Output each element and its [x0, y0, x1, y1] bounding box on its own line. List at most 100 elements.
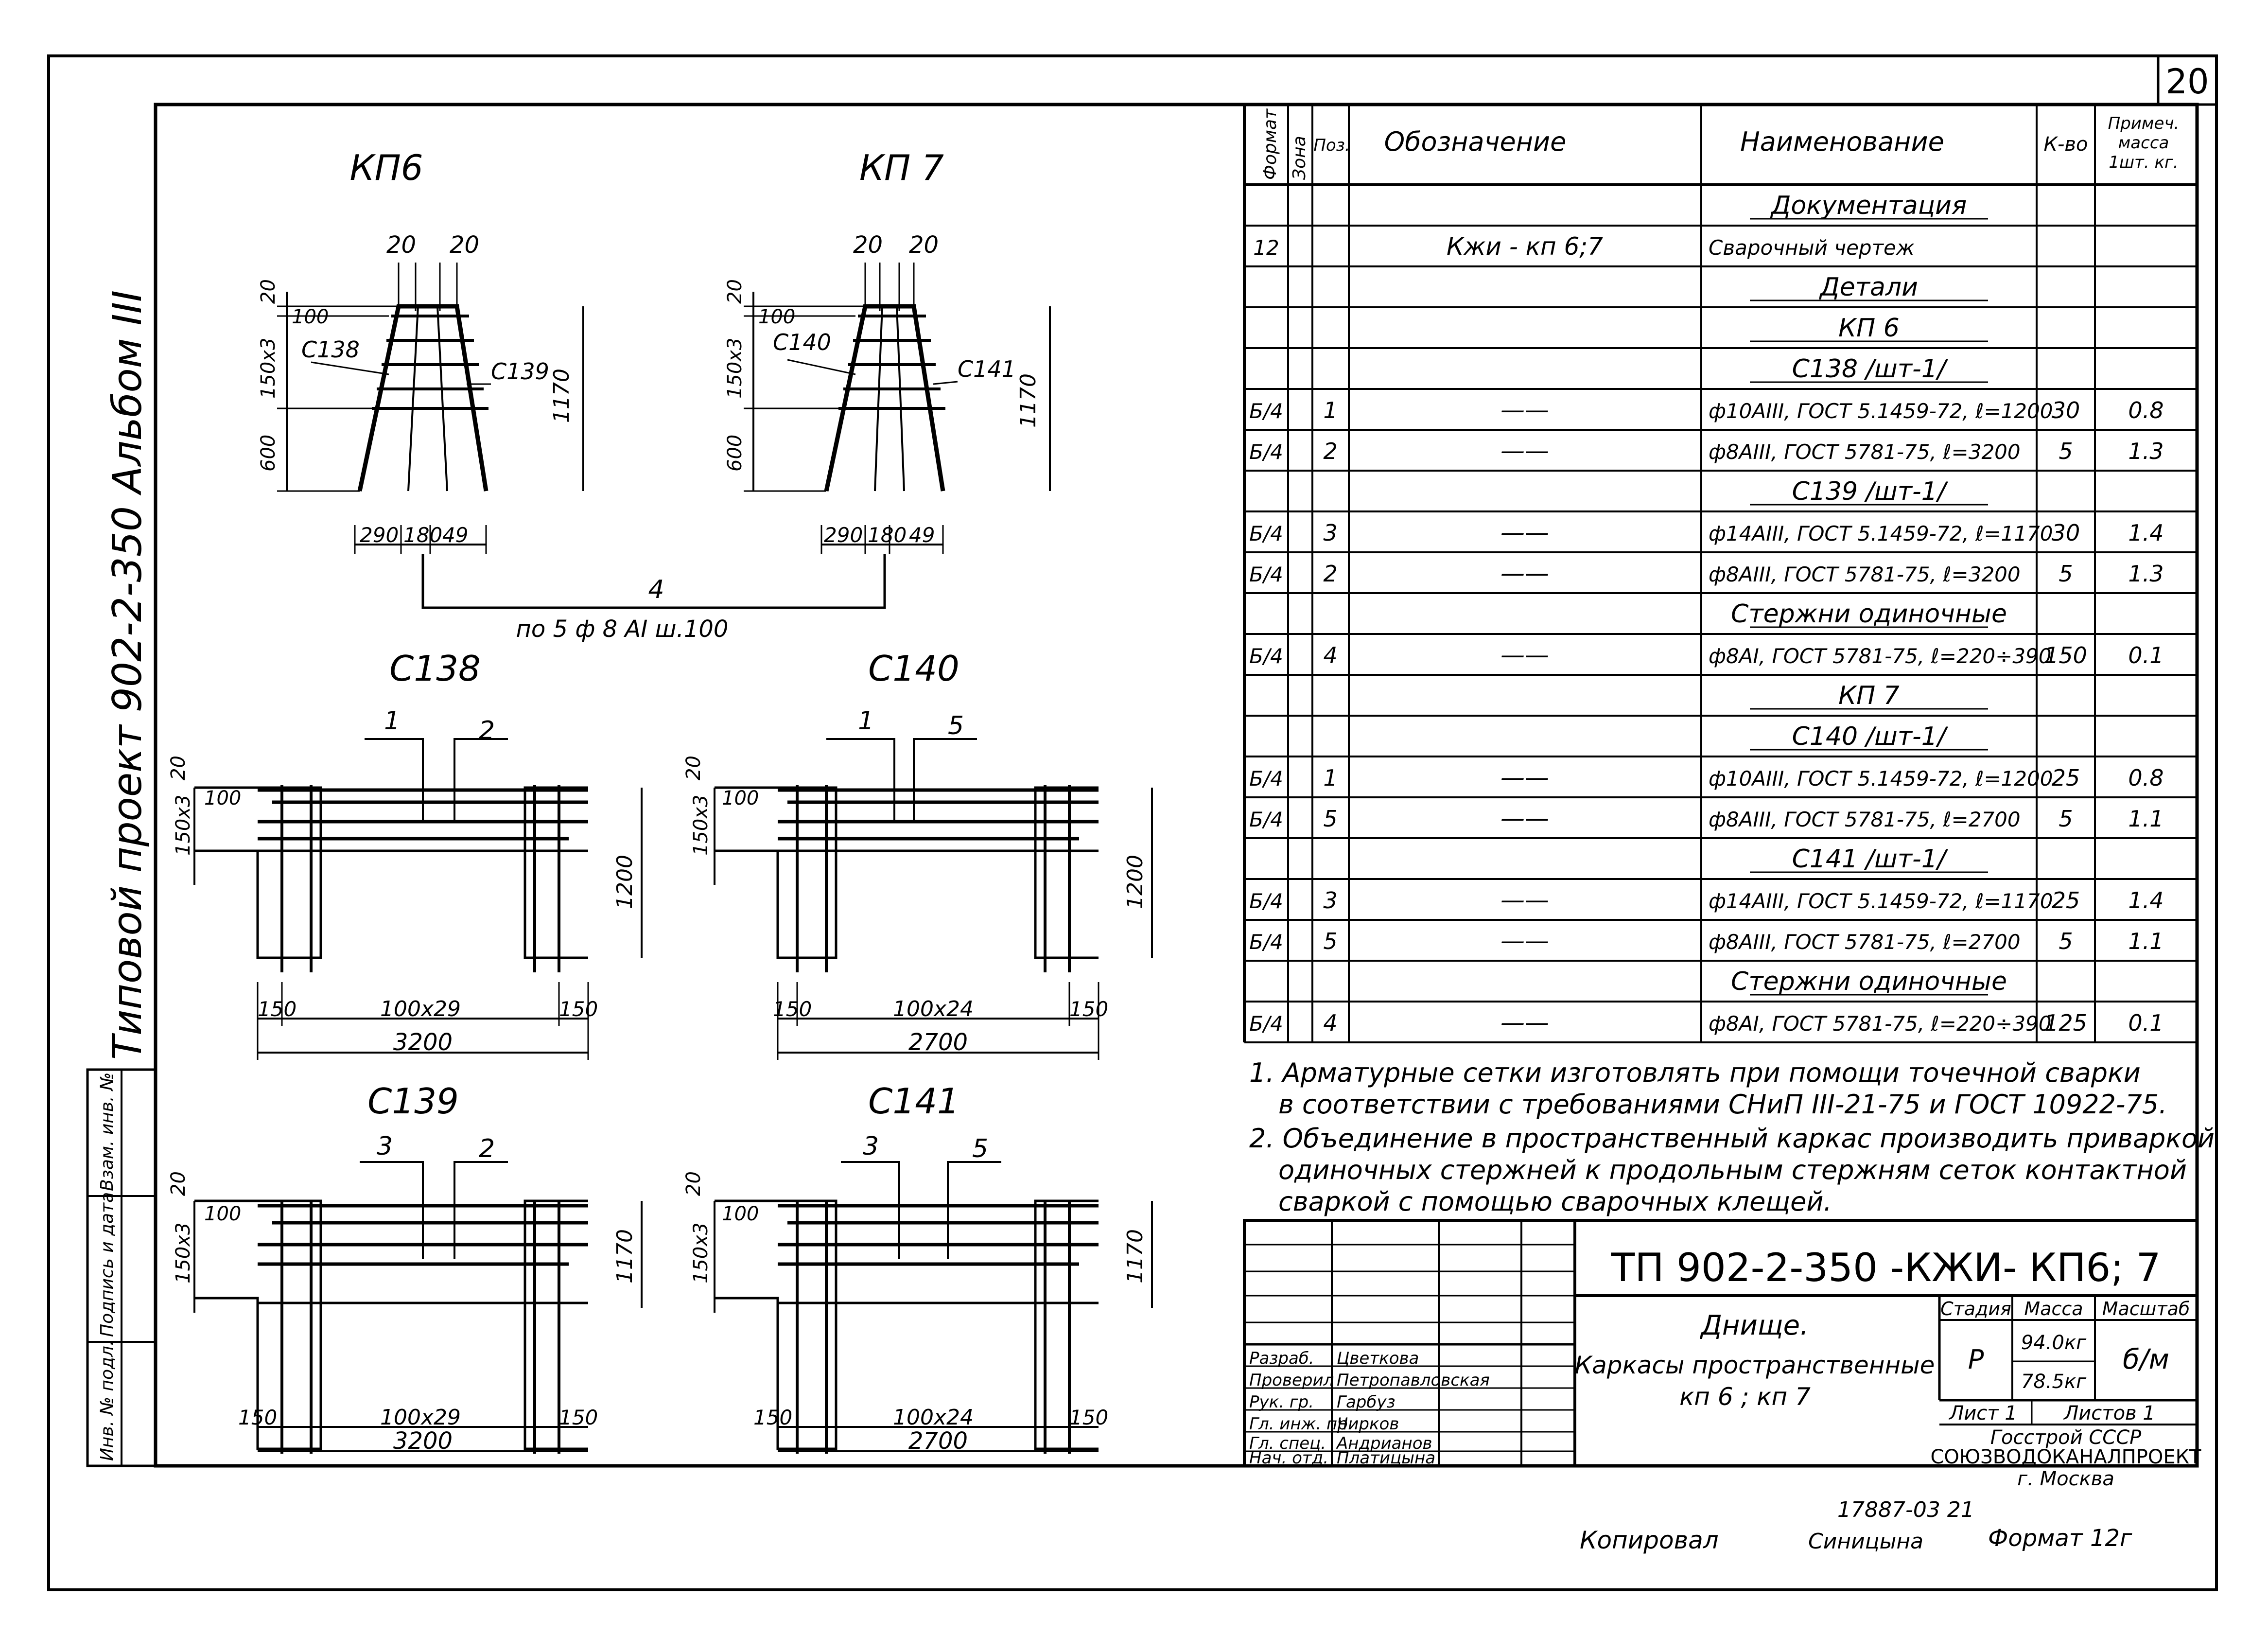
spec-cell-format: Б/4: [1249, 808, 1283, 831]
spec-cell-pos: 4: [1323, 642, 1337, 668]
spec-cell-section: Детали: [1819, 273, 1918, 302]
kp7-dim-bottom-1: 290: [824, 523, 863, 547]
spec-cell-pos: 1: [1323, 397, 1337, 423]
c140-dim-left-2: 100: [722, 787, 759, 809]
c140-pos-a: 1: [858, 706, 874, 736]
c138-pos-b: 2: [479, 716, 495, 745]
spec-cell-pos: 5: [1323, 928, 1337, 954]
spec-cell-pos: 1: [1323, 765, 1337, 791]
spec-cell-name: ф8АI, ГОСТ 5781-75, ℓ=220÷390: [1709, 1012, 2052, 1036]
spec-cell-name: ф10АIII, ГОСТ 5.1459-72, ℓ=1200: [1709, 767, 2053, 791]
kp7-dim-left-1: 20: [724, 279, 746, 304]
c141-dim-left-1: 20: [682, 1171, 705, 1196]
c139-dim-b3: 150: [559, 1406, 598, 1429]
org-line-3: г. Москва: [2017, 1468, 2114, 1490]
footer-copier-name: Синицына: [1808, 1529, 1923, 1554]
c140-dim-left-3: 150х3: [690, 795, 712, 856]
c141-dim-b2: 100х24: [893, 1405, 974, 1430]
spec-cell-format: Б/4: [1249, 399, 1283, 423]
kp7-dim-right: 1170: [1016, 373, 1041, 428]
spec-cell-designation: ——: [1500, 1008, 1549, 1037]
joint-label: 4: [648, 575, 664, 604]
role-label: Разраб.: [1249, 1349, 1314, 1368]
c140-title: С140: [868, 648, 960, 689]
c140-dim-total: 2700: [908, 1029, 968, 1056]
note-line-2: в соответствии с требованиями СНиП III-2…: [1278, 1089, 2167, 1120]
note-line-1: 1. Арматурные сетки изготовлять при помо…: [1249, 1057, 2141, 1088]
spec-header-format: Формат: [1260, 108, 1280, 180]
drawing-kp7: КП 7 20 20 20 100 150х3 600 1170 С140 С1…: [724, 147, 1051, 554]
joint-note: по 5 ф 8 АI ш.100: [516, 616, 729, 643]
c138-dim-left-2: 100: [204, 787, 241, 809]
drawing-c139: С139 3 2 20 100 150х3 1170 150 100х29 15…: [167, 1081, 643, 1455]
joint-bracket: 4 по 5 ф 8 АI ш.100: [421, 554, 886, 643]
notes: 1. Арматурные сетки изготовлять при помо…: [1249, 1057, 2215, 1217]
c141-pos-b: 5: [972, 1134, 988, 1163]
footer-copied-by: Копировал: [1580, 1526, 1719, 1554]
kp6-dim-left-2: 100: [292, 306, 329, 328]
c139-dim-left-2: 100: [204, 1203, 241, 1225]
spec-cell-section: С141 /шт-1/: [1792, 844, 1949, 874]
c139-dim-left-3: 150х3: [172, 1223, 194, 1284]
drawing-c140: С140 1 5 20 100 150х3 1200 150 100х24 15…: [682, 648, 1153, 1060]
spec-cell-pos: 3: [1323, 520, 1337, 546]
specification-table: Формат Зона Поз. Обозначение Наименовани…: [1243, 103, 2198, 1043]
spec-cell-format: 12: [1253, 236, 1279, 260]
role-name: Гарбуз: [1337, 1392, 1396, 1412]
kp6-dim-left-3: 150х3: [257, 338, 279, 399]
c138-dim-right: 1200: [612, 855, 637, 909]
spec-columns: [1243, 105, 2198, 1042]
kp6-dim-bottom-2: 180: [403, 523, 442, 547]
kp6-label-left: С138: [301, 336, 360, 363]
sheets-label: Листов 1: [2063, 1402, 2155, 1425]
mass-value-2: 78.5кг: [2021, 1371, 2087, 1393]
c138-title: С138: [389, 648, 481, 689]
spec-cell-name: ф14АIII, ГОСТ 5.1459-72, ℓ=1170: [1709, 522, 2053, 545]
footer-format: Формат 12г: [1988, 1525, 2132, 1552]
spec-cell-pos: 3: [1323, 887, 1337, 914]
role-name: Петропавловская: [1337, 1371, 1490, 1390]
spec-cell-mass: 1.3: [2128, 438, 2163, 464]
spec-cell-qty: 5: [2059, 806, 2073, 832]
spec-cell-designation: ——: [1500, 886, 1549, 914]
spec-cell-name: ф8АIII, ГОСТ 5781-75, ℓ=3200: [1709, 440, 2021, 464]
title-name-1: Днище.: [1699, 1310, 1809, 1341]
c141-dim-right: 1170: [1123, 1229, 1148, 1284]
c139-dim-b2: 100х29: [380, 1405, 461, 1430]
kp7-label-left: С140: [773, 329, 831, 355]
role-label: Нач. отд.: [1249, 1448, 1328, 1468]
strip-field-replace: Взам. инв. №: [97, 1073, 117, 1191]
spec-header-note-1: Примеч.: [2108, 114, 2180, 133]
spec-header-note-2: масса: [2118, 133, 2169, 153]
c139-dim-b1: 150: [238, 1406, 277, 1429]
kp6-title: КП6: [349, 147, 423, 188]
scale-label: Масштаб: [2102, 1298, 2190, 1319]
spec-cell-designation: ——: [1500, 927, 1549, 955]
c138-dim-left-3: 150х3: [172, 795, 194, 856]
spec-cell-designation: Кжи - кп 6;7: [1447, 232, 1603, 261]
spec-cell-section: Стержни одиночные: [1731, 967, 2007, 996]
project-title-vertical: Типовой проект 902-2-350 Альбом III: [105, 290, 151, 1060]
spec-cell-section: С140 /шт-1/: [1792, 722, 1949, 751]
spec-cell-mass: 1.1: [2128, 928, 2163, 954]
spec-cell-mass: 0.8: [2128, 397, 2163, 423]
page-number: 20: [2165, 62, 2209, 102]
spec-cell-section: Документация: [1770, 191, 1967, 220]
c138-pos-a: 1: [384, 706, 400, 736]
spec-header-qty: К-во: [2044, 133, 2088, 156]
kp6-dim-bottom-3: 49: [442, 523, 468, 547]
spec-cell-designation: ——: [1500, 518, 1549, 546]
spec-cell-qty: 25: [2052, 887, 2080, 914]
c141-dim-b1: 150: [753, 1406, 792, 1429]
c140-dim-right: 1200: [1123, 855, 1148, 909]
spec-cell-format: Б/4: [1249, 440, 1283, 464]
spec-cell-pos: 2: [1323, 561, 1337, 587]
c141-pos-a: 3: [863, 1132, 879, 1161]
spec-cell-mass: 0.1: [2128, 642, 2163, 668]
c140-dim-b2: 100х24: [893, 997, 974, 1021]
spec-header-designation: Обозначение: [1384, 126, 1567, 157]
spec-cell-name: ф14АIII, ГОСТ 5.1459-72, ℓ=1170: [1709, 889, 2053, 913]
spec-cell-mass: 0.8: [2128, 765, 2163, 791]
